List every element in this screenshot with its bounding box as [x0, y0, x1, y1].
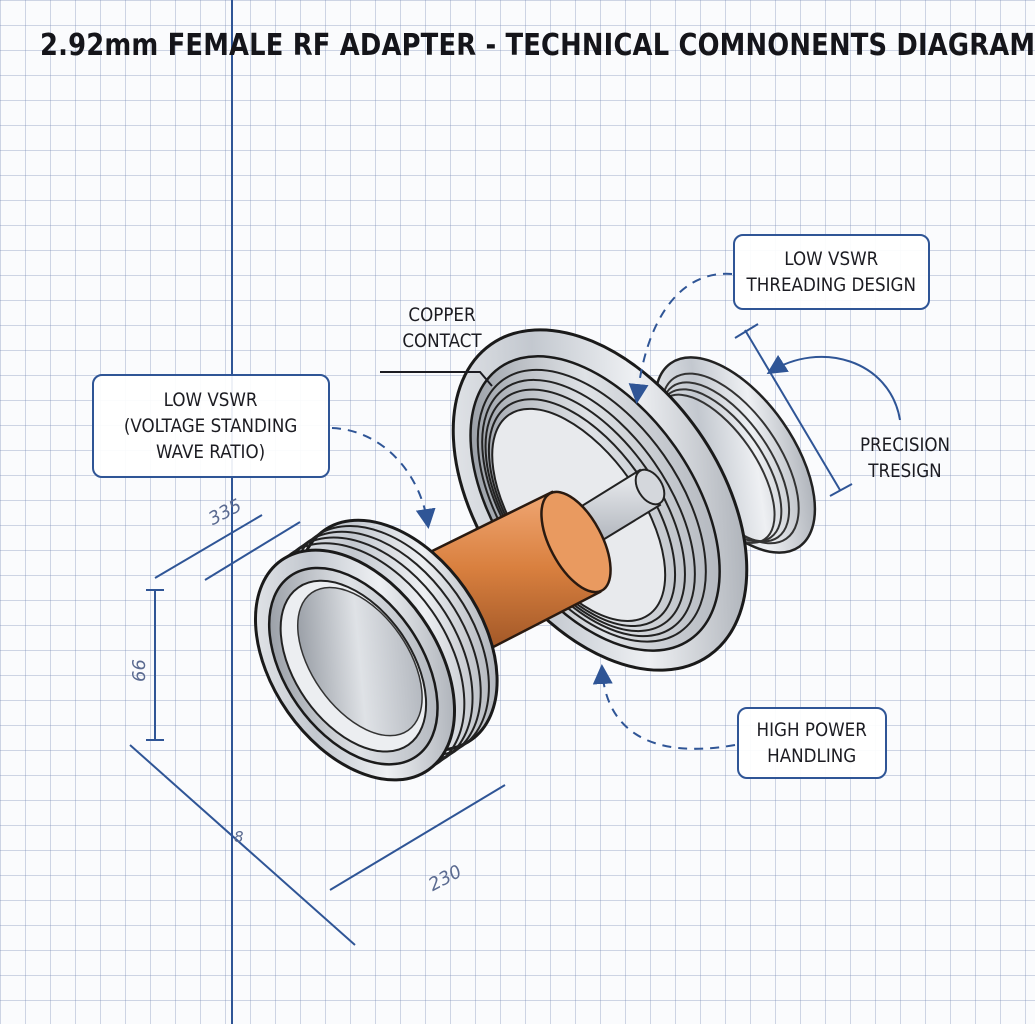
- label-precision-design: PRECISION TRESIGN: [840, 432, 970, 484]
- leader-lines: [129, 272, 901, 946]
- callout-high-power: HIGH POWER HANDLING: [737, 707, 887, 779]
- callout-high-power-line2: HANDLING: [767, 745, 857, 767]
- label-copper-contact-line2: CONTACT: [402, 330, 482, 352]
- label-copper-contact: COPPER CONTACT: [382, 302, 502, 354]
- callout-threading-design: LOW VSWR THREADING DESIGN: [733, 234, 930, 310]
- dimension-small-mark: 8: [234, 828, 244, 846]
- callout-low-vswr: LOW VSWR (VOLTAGE STANDING WAVE RATIO): [92, 374, 330, 478]
- page-title: 2.92mm FEMALE RF ADAPTER - TECHNICAL COM…: [40, 28, 1035, 63]
- label-precision-line1: PRECISION: [859, 434, 951, 456]
- dimension-height: 66: [128, 659, 150, 682]
- left-ring-body: [253, 518, 499, 782]
- callout-low-vswr-line3: WAVE RATIO): [156, 441, 266, 463]
- callout-low-vswr-line1: LOW VSWR: [164, 389, 258, 411]
- label-precision-line2: TRESIGN: [868, 460, 942, 482]
- label-copper-contact-line1: COPPER: [408, 304, 476, 326]
- callout-threading-line1: LOW VSWR: [784, 248, 879, 270]
- callout-threading-line2: THREADING DESIGN: [746, 274, 917, 296]
- callout-low-vswr-line2: (VOLTAGE STANDING: [124, 415, 298, 437]
- callout-high-power-line1: HIGH POWER: [756, 719, 868, 741]
